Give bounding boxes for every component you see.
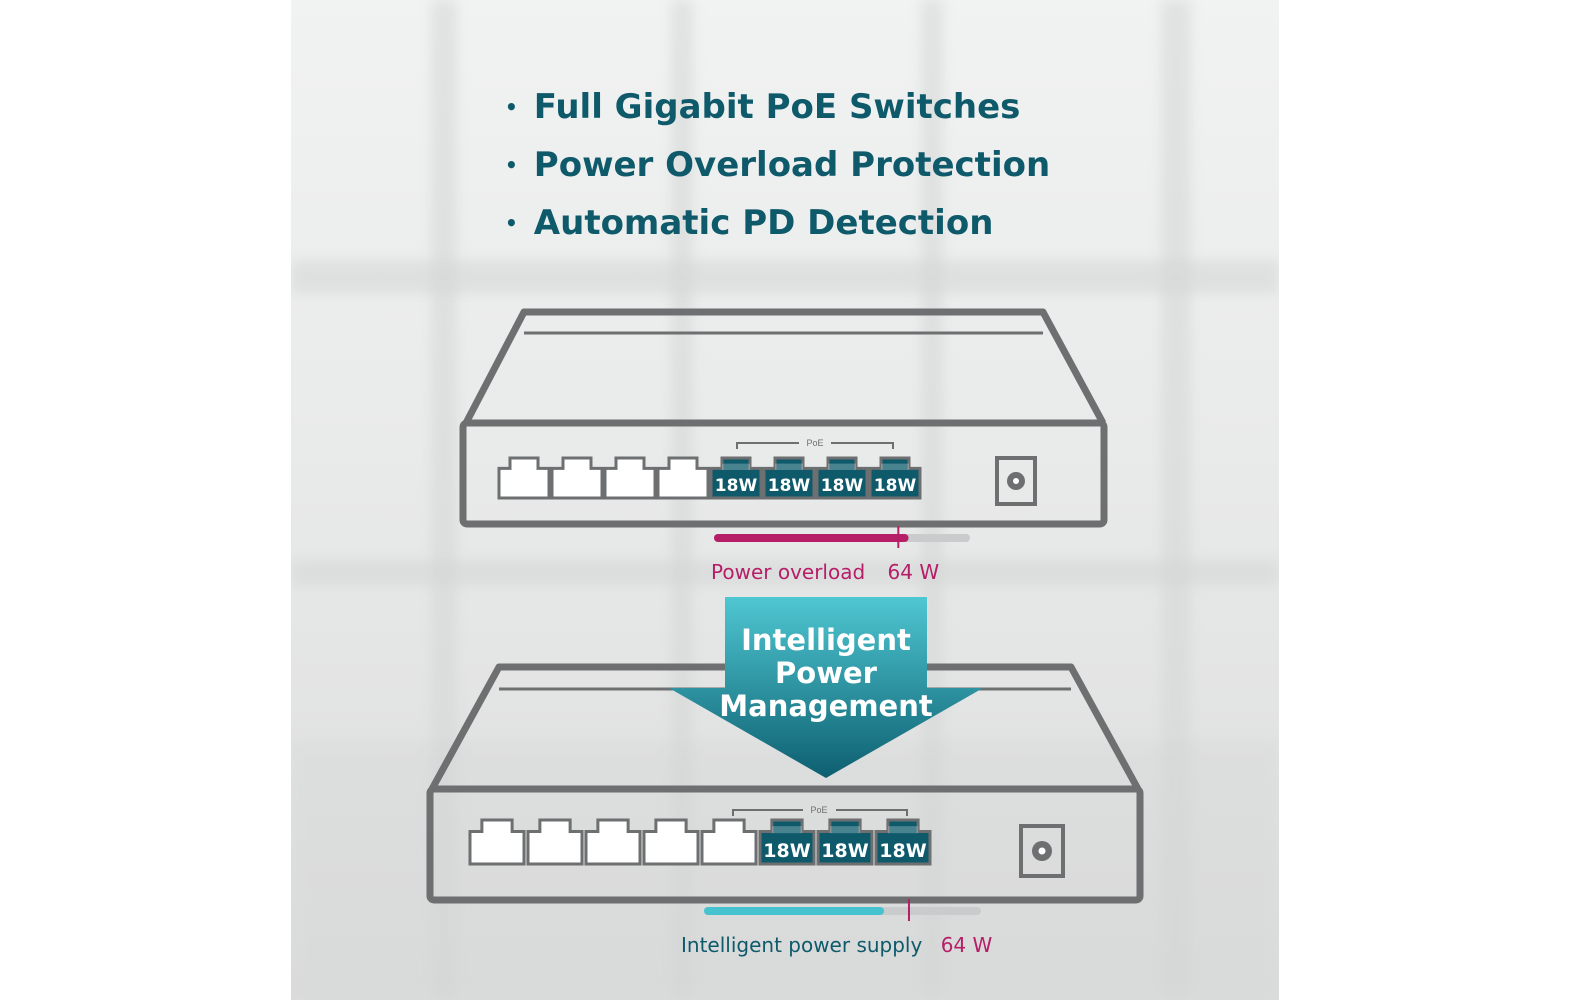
power-budget-label: 64 W [940, 933, 993, 957]
port-wattage-label: 18W [874, 476, 917, 496]
port-outline [700, 818, 758, 866]
poe-port: 18W [709, 456, 763, 500]
port-outline [656, 456, 710, 500]
arrow-line-3: Management [719, 689, 933, 723]
port-outline [468, 818, 526, 866]
feature-text: Power Overload Protection [533, 145, 1051, 185]
feature-item: • Automatic PD Detection [505, 194, 1050, 252]
port-latch [722, 463, 750, 470]
top-port-row: 18W 18W 18W 18W [497, 456, 922, 500]
port-latch [829, 826, 861, 834]
poe-port: 18W [758, 818, 816, 866]
ethernet-port [642, 818, 700, 866]
port-wattage-label: 18W [879, 840, 926, 862]
power-jack-pin [1038, 847, 1046, 855]
port-latch [881, 463, 909, 470]
ethernet-port [700, 818, 758, 866]
port-outline [584, 818, 642, 866]
intelligent-power-arrow: Intelligent Power Management [669, 597, 983, 778]
poe-port: 18W [762, 456, 816, 500]
power-jack [1019, 824, 1065, 878]
arrow-line-1: Intelligent [741, 623, 911, 657]
power-jack-pin [1013, 478, 1019, 484]
port-wattage-label: 18W [715, 476, 758, 496]
bottom-poe-bracket [732, 809, 908, 816]
power-jack [995, 456, 1037, 506]
top-switch: PoE 18W 18W 18W 18W [459, 308, 1108, 548]
port-wattage-label: 18W [821, 476, 864, 496]
background-window-frame [291, 560, 1279, 586]
background-window-frame [291, 260, 1279, 294]
bottom-power-bar [704, 899, 981, 921]
bullet-icon: • [505, 153, 518, 177]
port-latch [828, 463, 856, 470]
ethernet-port [603, 456, 657, 500]
bottom-power-caption: Intelligent power supply 64 W [681, 933, 992, 957]
product-banner: • Full Gigabit PoE Switches • Power Overlo… [291, 0, 1279, 1000]
poe-port: 18W [874, 818, 932, 866]
power-budget-label: 64 W [887, 560, 940, 584]
feature-text: Automatic PD Detection [533, 203, 994, 243]
port-outline [709, 456, 763, 500]
power-overload-label: Power overload [711, 560, 866, 584]
port-latch [887, 826, 919, 834]
bottom-port-row: 18W 18W 18W [468, 818, 932, 866]
port-wattage-label: 18W [768, 476, 811, 496]
ethernet-port [550, 456, 604, 500]
poe-port: 18W [868, 456, 922, 500]
bottom-poe-label: PoE [810, 805, 827, 815]
port-outline [762, 456, 816, 500]
port-wattage-label: 18W [763, 840, 810, 862]
ethernet-port [497, 456, 551, 500]
port-outline [550, 456, 604, 500]
port-outline [868, 456, 922, 500]
top-switch-lid [462, 308, 1107, 425]
top-power-bar [714, 526, 970, 548]
port-outline [816, 818, 874, 866]
switch-illustration: PoE 18W 18W 18W 18W PoE 18W 18W 18W Intellige… [426, 308, 1144, 921]
feature-item: • Power Overload Protection [505, 136, 1050, 194]
port-outline [603, 456, 657, 500]
bullet-icon: • [505, 211, 518, 235]
background-window-frame [671, 0, 693, 1000]
port-wattage-label: 18W [821, 840, 868, 862]
port-outline [815, 456, 869, 500]
background-window-frame [921, 0, 943, 1000]
ethernet-port [526, 818, 584, 866]
feature-text: Full Gigabit PoE Switches [533, 87, 1021, 127]
feature-item: • Full Gigabit PoE Switches [505, 78, 1050, 136]
top-poe-bracket [736, 442, 894, 449]
port-outline [874, 818, 932, 866]
power-bar-fill [704, 907, 885, 915]
top-switch-front [459, 419, 1108, 528]
port-outline [526, 818, 584, 866]
poe-port: 18W [816, 818, 874, 866]
ethernet-port [656, 456, 710, 500]
top-power-caption: Power overload 64 W [711, 560, 939, 584]
port-outline [758, 818, 816, 866]
arrow-line-2: Power [775, 656, 878, 690]
port-latch [775, 463, 803, 470]
bullet-icon: • [505, 95, 518, 119]
background-window-frame [431, 0, 457, 1000]
intelligent-supply-label: Intelligent power supply [681, 933, 923, 957]
port-outline [642, 818, 700, 866]
ethernet-port [468, 818, 526, 866]
poe-port: 18W [815, 456, 869, 500]
port-latch [771, 826, 803, 834]
port-outline [497, 456, 551, 500]
arrow-shape [669, 597, 983, 778]
power-bar-fill [714, 534, 909, 542]
top-poe-label: PoE [806, 438, 823, 448]
background-floor [291, 740, 1279, 1000]
ethernet-port [584, 818, 642, 866]
feature-list: • Full Gigabit PoE Switches • Power Overlo… [505, 78, 1050, 252]
bottom-switch-front [426, 785, 1144, 904]
background-window-frame [1161, 0, 1191, 1000]
